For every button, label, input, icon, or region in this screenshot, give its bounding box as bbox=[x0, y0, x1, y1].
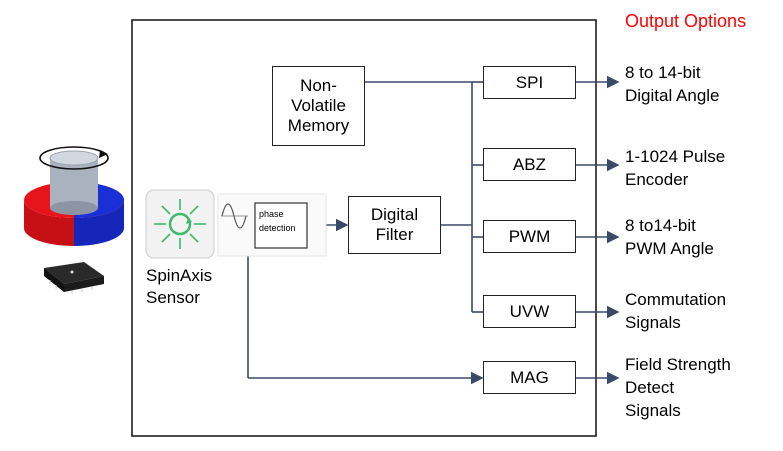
mag-desc-line1: Field Strength bbox=[625, 355, 731, 374]
pwm-block: PWM bbox=[483, 220, 576, 253]
phase-detection-label-line1: phase bbox=[259, 209, 284, 219]
memory-label-line1: Non- bbox=[300, 76, 337, 95]
output-options-title: Output Options bbox=[625, 11, 747, 31]
uvw-desc-line2: Signals bbox=[625, 313, 681, 332]
abz-desc-line2: Encoder bbox=[625, 170, 689, 189]
uvw-desc-line1: Commutation bbox=[625, 290, 727, 309]
spi-block: SPI bbox=[483, 66, 576, 99]
spinaxis-sensor-icon bbox=[145, 189, 215, 259]
abz-desc-line1: 1-1024 Pulse bbox=[625, 147, 726, 166]
system-frame bbox=[131, 19, 597, 437]
abz-block: ABZ bbox=[483, 148, 576, 181]
spi-desc-line1: 8 to 14-bit bbox=[625, 63, 701, 82]
phase-detection-label-line2: detection bbox=[259, 223, 296, 233]
filter-label-line2: Filter bbox=[375, 225, 414, 244]
mag-block: MAG bbox=[483, 361, 576, 394]
pwm-desc-line1: 8 to14-bit bbox=[625, 216, 696, 235]
sensor-label-line2: Sensor bbox=[146, 288, 200, 307]
memory-label-line2: Volatile bbox=[291, 96, 346, 115]
memory-label-line3: Memory bbox=[287, 116, 350, 135]
mag-desc-line3: Signals bbox=[625, 401, 681, 420]
spi-desc-line2: Digital Angle bbox=[625, 86, 720, 105]
sensor-label-line1: SpinAxis bbox=[146, 266, 213, 285]
memory-block: Non- Volatile Memory bbox=[272, 66, 365, 146]
phase-detection-panel bbox=[217, 193, 327, 257]
mag-desc-line2: Detect bbox=[625, 378, 675, 397]
magnet-illustration bbox=[24, 146, 124, 294]
pwm-desc-line2: PWM Angle bbox=[625, 239, 714, 258]
uvw-block: UVW bbox=[483, 295, 576, 328]
digital-filter-block: Digital Filter bbox=[348, 196, 441, 254]
filter-label-line1: Digital bbox=[370, 205, 419, 224]
